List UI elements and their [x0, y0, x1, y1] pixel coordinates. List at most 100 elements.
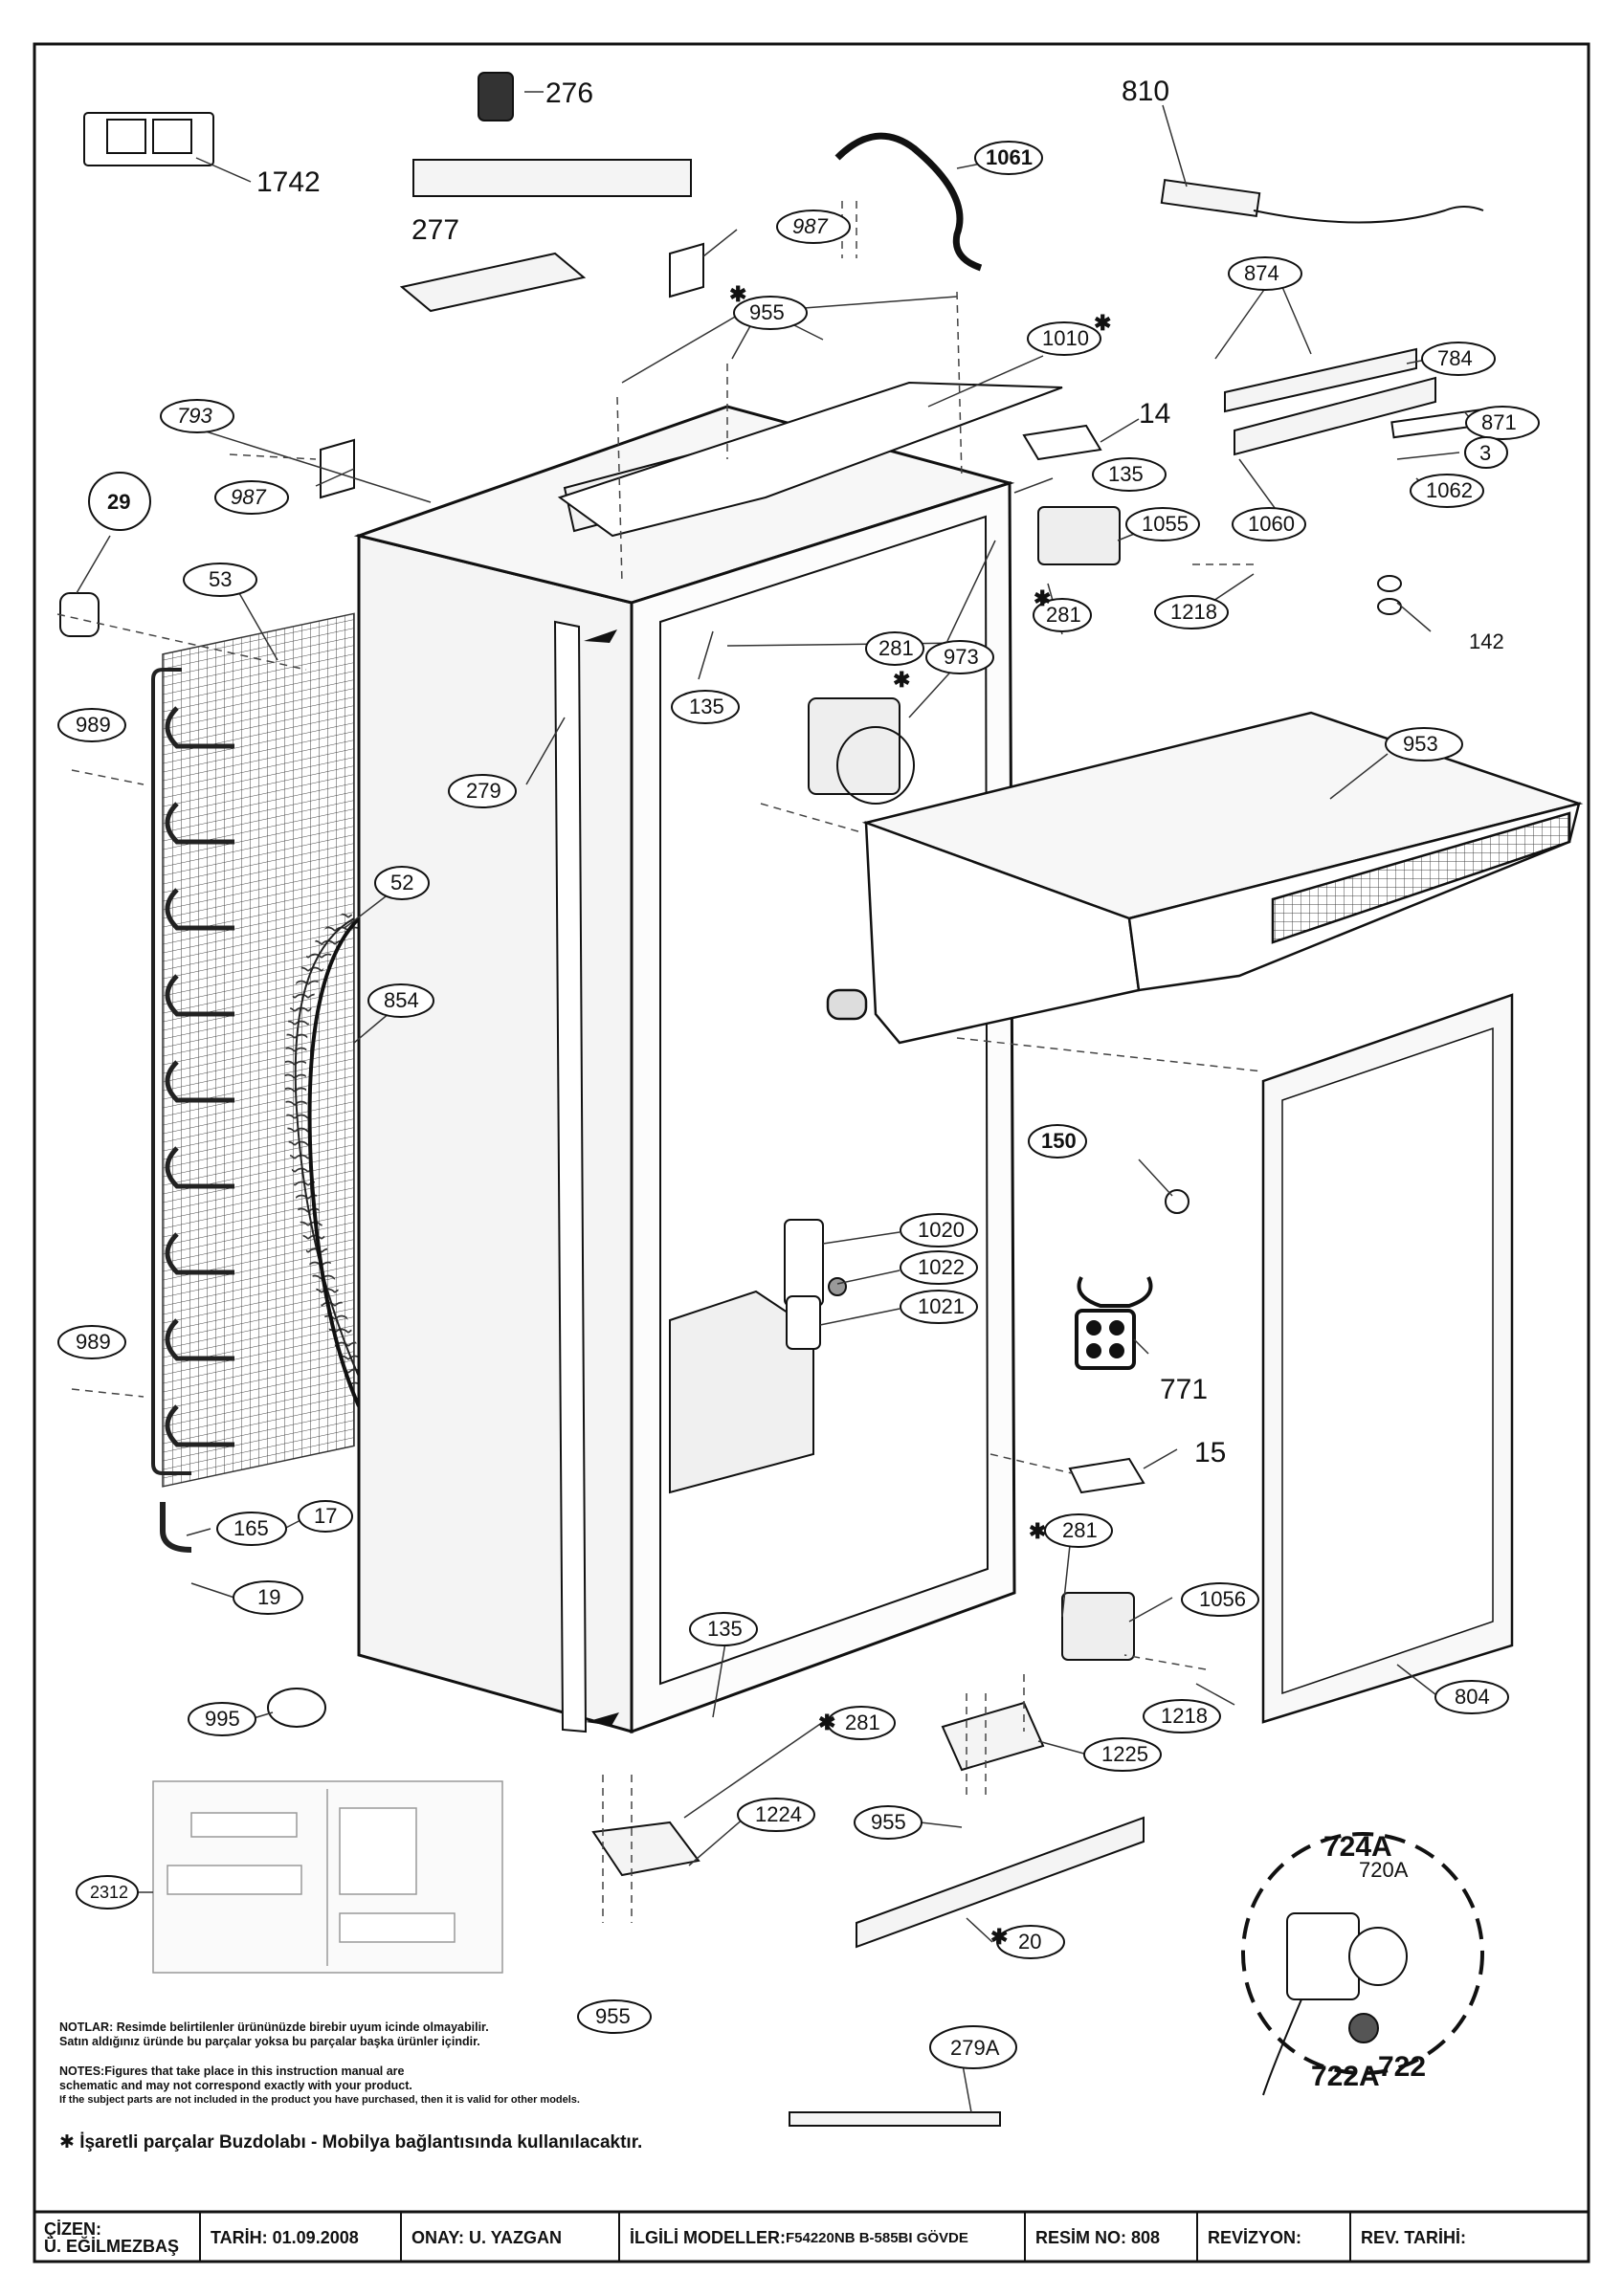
note-tr-1: NOTLAR: Resimde belirtilenler ürününüzde…	[59, 2020, 489, 2034]
label-281-hinge: 281	[1046, 603, 1081, 627]
door-seal-strip	[553, 620, 588, 1733]
label-1010: 1010	[1042, 326, 1089, 350]
label-722: 722	[1378, 2051, 1426, 2083]
label-989-bottom: 989	[76, 1330, 111, 1354]
small-parts	[59, 72, 1485, 2127]
condenser-coil	[151, 612, 355, 1553]
models-value: F54220NB B-585BI GÖVDE	[785, 2229, 968, 2246]
label-722A: 722A	[1311, 2061, 1380, 2092]
models-label: İLGİLİ MODELLER:	[630, 2227, 786, 2247]
label-720A: 720A	[1359, 1858, 1409, 1882]
label-281-bottom: 281	[845, 1711, 880, 1734]
label-165: 165	[233, 1516, 269, 1540]
title-block-revision-date: REV. TARİHİ:	[1349, 2213, 1589, 2263]
svg-text:✱: ✱	[818, 1711, 835, 1734]
drawn-by-label: ÇİZEN:	[44, 2219, 101, 2239]
title-block-date: TARİH: 01.09.2008	[199, 2213, 400, 2263]
wiring-label-sheet	[152, 1780, 503, 1974]
label-53: 53	[209, 567, 232, 591]
label-1218-top: 1218	[1170, 600, 1217, 624]
callout-ovals	[57, 141, 1540, 2069]
label-281-mid: 281	[878, 636, 914, 660]
svg-text:✱: ✱	[1094, 311, 1111, 335]
label-1061: 1061	[986, 145, 1033, 169]
svg-text:✱: ✱	[729, 282, 746, 306]
label-1224: 1224	[755, 1802, 802, 1826]
label-1060: 1060	[1248, 512, 1295, 536]
label-150: 150	[1041, 1129, 1077, 1153]
title-block-drawing-no: RESİM NO: 808	[1024, 2213, 1196, 2263]
label-277: 277	[411, 214, 459, 246]
approval-text: ONAY: U. YAZGAN	[411, 2227, 563, 2247]
label-135-mid: 135	[689, 695, 724, 718]
label-1020: 1020	[918, 1218, 965, 1242]
label-20: 20	[1018, 1930, 1041, 1954]
motor-detail-inset	[1241, 1832, 1484, 2075]
label-989-top: 989	[76, 713, 111, 737]
label-52: 52	[390, 871, 413, 894]
title-block-models: İLGİLİ MODELLER:F54220NB B-585BI GÖVDE	[618, 2213, 1024, 2263]
svg-text:✱: ✱	[1034, 586, 1051, 610]
asterisk-marks: ✱ ✱ ✱ ✱ ✱ ✱ ✱	[729, 282, 1111, 1949]
date-text: TARİH: 01.09.2008	[211, 2227, 359, 2247]
note-en-3: If the subject parts are not included in…	[59, 2094, 580, 2106]
note-en-2: schematic and may not correspond exactly…	[59, 2079, 412, 2092]
label-724A: 724A	[1323, 1831, 1392, 1863]
svg-text:✱: ✱	[990, 1925, 1008, 1949]
callout-labels: 1742 276 277 810 1061 987 955 874 1010 7…	[76, 76, 1517, 2092]
label-953: 953	[1403, 732, 1438, 756]
label-1225: 1225	[1101, 1742, 1148, 1766]
label-281-lower: 281	[1062, 1518, 1098, 1542]
label-17: 17	[314, 1504, 337, 1528]
note-en-1: NOTES:Figures that take place in this in…	[59, 2064, 405, 2078]
label-854: 854	[384, 988, 419, 1012]
label-1055: 1055	[1142, 512, 1189, 536]
label-973: 973	[944, 645, 979, 669]
label-784: 784	[1437, 346, 1473, 370]
label-955-top: 955	[749, 300, 785, 324]
title-block-approval: ONAY: U. YAZGAN	[400, 2213, 618, 2263]
asterisk-icon: ✱	[59, 2132, 75, 2152]
label-276: 276	[545, 77, 593, 109]
cabinet-body	[353, 400, 1016, 1734]
label-874: 874	[1244, 261, 1279, 285]
label-955-bottom: 955	[595, 2004, 631, 2028]
label-279: 279	[466, 779, 501, 803]
title-block-drawn-by: ÇİZEN: Ü. EĞİLMEZBAŞ	[34, 2213, 199, 2263]
door-panel	[1261, 993, 1514, 1724]
label-804: 804	[1455, 1685, 1490, 1709]
title-block-revision: REVİZYON:	[1196, 2213, 1349, 2263]
svg-text:✱: ✱	[893, 668, 910, 692]
drawn-by-value: Ü. EĞİLMEZBAŞ	[44, 2237, 180, 2256]
label-987-left: 987	[231, 485, 266, 509]
motor-detail	[1262, 1912, 1408, 2096]
svg-text:✱: ✱	[1029, 1519, 1046, 1543]
label-987-top: 987	[792, 214, 828, 238]
label-955-mid: 955	[871, 1810, 906, 1834]
revision-text: REVİZYON:	[1208, 2227, 1302, 2247]
label-995: 995	[205, 1707, 240, 1731]
revision-date-text: REV. TARİHİ:	[1361, 2227, 1467, 2247]
label-871: 871	[1481, 410, 1517, 434]
label-1022: 1022	[918, 1255, 965, 1279]
label-3: 3	[1479, 441, 1491, 465]
label-1021: 1021	[918, 1294, 965, 1318]
label-29: 29	[107, 490, 130, 514]
label-793: 793	[177, 404, 212, 428]
label-135-top: 135	[1108, 462, 1144, 486]
label-14: 14	[1139, 398, 1170, 430]
label-771: 771	[1160, 1374, 1208, 1405]
asterisk-note-text: İşaretli parçalar Buzdolabı - Mobilya ba…	[79, 2132, 643, 2152]
label-1062: 1062	[1426, 478, 1473, 502]
note-tr-2: Satın aldığınız üründe bu parçalar yoksa…	[59, 2035, 480, 2048]
label-15: 15	[1194, 1437, 1226, 1468]
label-279A: 279A	[950, 2036, 1000, 2060]
assembly-guides	[56, 201, 1264, 1923]
asterisk-note: ✱ İşaretli parçalar Buzdolabı - Mobilya …	[59, 2131, 642, 2153]
sheet-border	[33, 42, 1590, 2263]
top-plate	[557, 381, 1063, 538]
drawing-no-text: RESİM NO: 808	[1035, 2227, 1161, 2247]
label-135-bottom: 135	[707, 1617, 743, 1641]
label-19: 19	[257, 1585, 280, 1609]
